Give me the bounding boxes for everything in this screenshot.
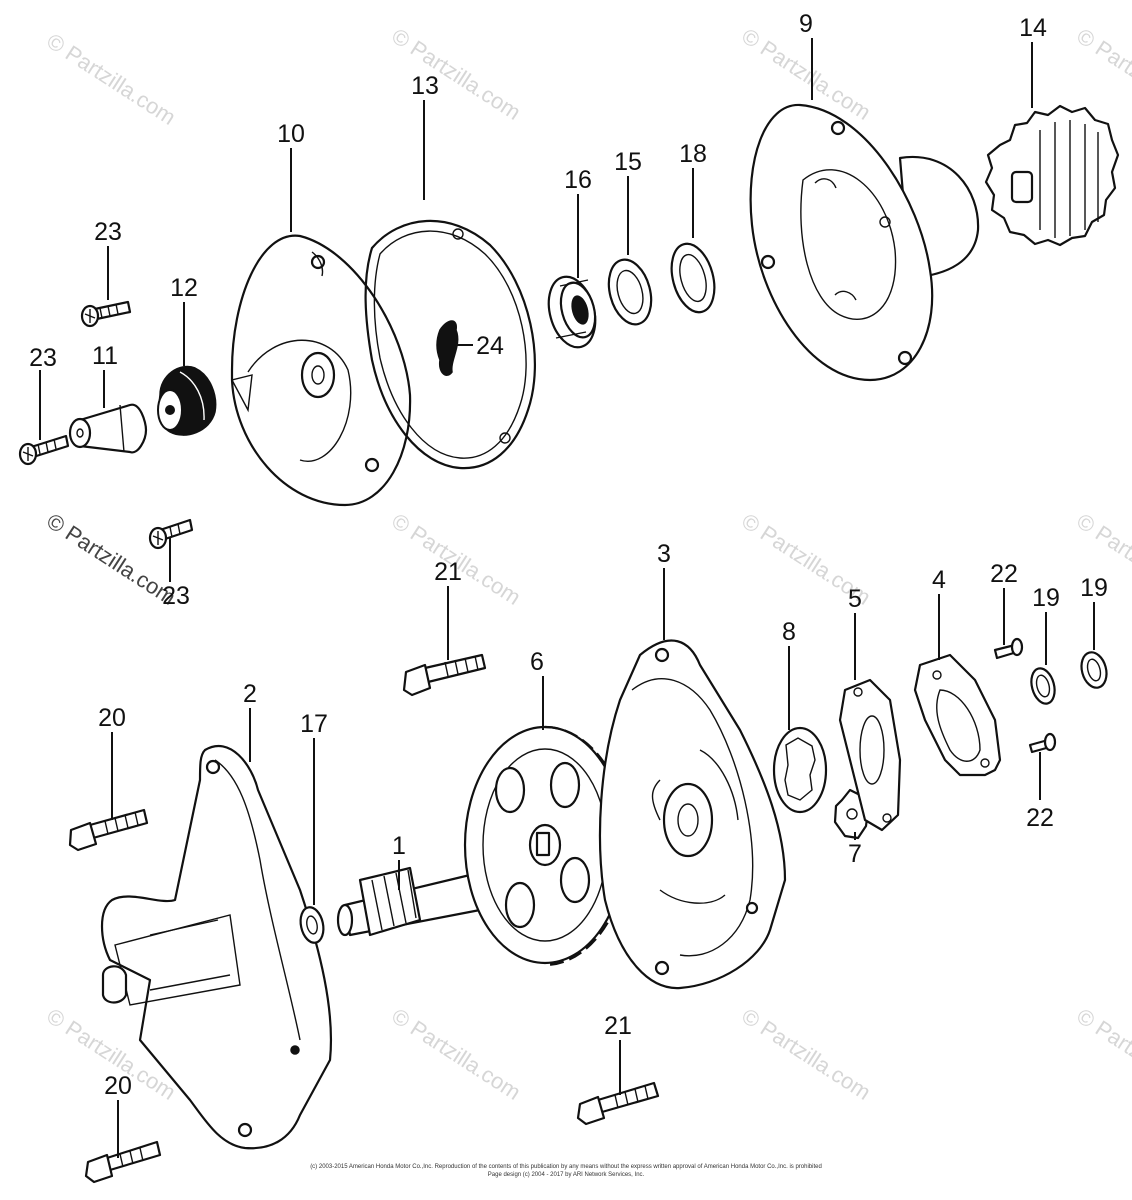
part-23-screw [148, 518, 194, 550]
part-19-o-ring [1030, 667, 1056, 705]
callout-15: 15 [614, 148, 642, 176]
part-11-pin [68, 403, 148, 454]
part-19-o-ring [1080, 651, 1108, 689]
callout-7: 7 [848, 840, 862, 868]
callout-17: 17 [300, 710, 328, 738]
watermark: © Partzilla.com [387, 23, 525, 125]
callout-20: 20 [104, 1072, 132, 1100]
callout-4: 4 [932, 566, 946, 594]
watermark-dark: © Partzilla.com [42, 508, 180, 610]
part-9-pump-body [749, 103, 980, 382]
part-2-pump-housing [101, 744, 333, 1150]
part-23-screw [18, 434, 70, 466]
callout-13: 13 [411, 72, 439, 100]
callout-20: 20 [98, 704, 126, 732]
callout-22: 22 [1026, 804, 1054, 832]
part-23-screw [80, 300, 132, 328]
callout-3: 3 [657, 540, 671, 568]
callout-6: 6 [530, 648, 544, 676]
part-16-oil-seal [547, 275, 597, 349]
part-20-bolt [68, 808, 149, 852]
callout-5: 5 [848, 585, 862, 613]
callout-18: 18 [679, 140, 707, 168]
part-22-screw [1028, 732, 1057, 754]
part-15-washer [607, 258, 653, 326]
part-18-washer [670, 242, 716, 314]
callout-14: 14 [1019, 14, 1047, 42]
callout-23: 23 [162, 582, 190, 610]
part-20-bolt [84, 1140, 162, 1184]
part-6-driven-gear [463, 725, 630, 967]
callout-9: 9 [799, 10, 813, 38]
part-21-bolt [402, 653, 487, 697]
callout-2: 2 [243, 680, 257, 708]
leader-lines [39, 38, 1095, 1158]
callout-11: 11 [92, 342, 118, 370]
part-17-washer [299, 906, 325, 944]
callout-19: 19 [1032, 584, 1060, 612]
part-14-drive-gear [984, 104, 1120, 247]
callout-8: 8 [782, 618, 796, 646]
callout-labels: 9 14 13 10 15 18 16 23 12 24 23 11 23 3 … [29, 10, 1108, 1100]
watermark: © Partzilla.com [737, 1003, 875, 1105]
callout-22: 22 [990, 560, 1018, 588]
part-1-pump-shaft [336, 866, 482, 937]
copyright-footer: (c) 2003-2015 American Honda Motor Co.,I… [310, 1164, 822, 1178]
part-3-pump-plate [598, 639, 787, 990]
callout-16: 16 [564, 166, 592, 194]
part-22-screw [993, 637, 1024, 660]
callout-24: 24 [476, 332, 504, 360]
watermark: © Partzilla.com [42, 28, 180, 130]
callout-1: 1 [392, 832, 406, 860]
part-8-outer-rotor [772, 726, 828, 814]
callout-21: 21 [434, 558, 462, 586]
watermark: © Partzilla.com [387, 1003, 525, 1105]
watermark: © Partzilla.com [1072, 1003, 1132, 1105]
copyright-text: Page design (c) 2004 - 2017 by ARI Netwo… [488, 1172, 645, 1178]
callout-19: 19 [1080, 574, 1108, 602]
part-12-relief-valve [157, 365, 217, 436]
copyright-text: (c) 2003-2015 American Honda Motor Co.,I… [310, 1164, 822, 1170]
part-5-rotor-plate [838, 678, 902, 832]
callout-10: 10 [277, 120, 305, 148]
part-13-gasket [364, 219, 536, 470]
callout-23: 23 [94, 218, 122, 246]
callout-12: 12 [170, 274, 198, 302]
callout-21: 21 [604, 1012, 632, 1040]
callout-23: 23 [29, 344, 57, 372]
part-4-cover-plate [913, 653, 1002, 777]
part-21-bolt [576, 1081, 660, 1126]
